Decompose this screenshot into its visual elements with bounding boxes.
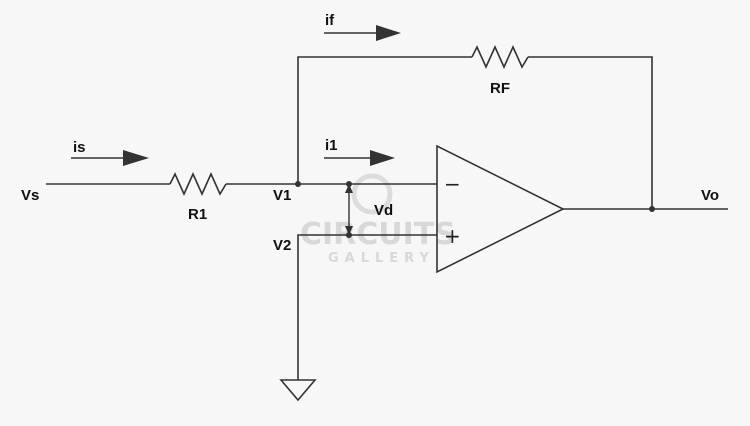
rf-label: RF (490, 80, 510, 97)
r1-label: R1 (188, 206, 207, 223)
non-inverting-input-sign: + (444, 224, 461, 248)
watermark-logo-icon (351, 173, 393, 215)
rf-resistor-icon (471, 45, 529, 69)
v2-label: V2 (273, 237, 291, 254)
watermark: CIRCUITS GALLERY (300, 173, 456, 266)
i1-arrow-icon (324, 150, 395, 166)
v2-wire (297, 234, 437, 380)
vd-arrow-icon (345, 184, 353, 235)
if-label: if (325, 12, 335, 29)
is-arrow-icon (71, 150, 149, 166)
i1-label: i1 (325, 137, 338, 154)
feedback-wire-right (528, 56, 653, 209)
vs-label: Vs (21, 187, 39, 204)
output-junction-dot (649, 206, 655, 212)
feedback-wire-left (297, 56, 472, 184)
v1-label: V1 (273, 187, 291, 204)
vd-label: Vd (374, 202, 393, 219)
is-label: is (73, 139, 86, 156)
vo-label: Vo (701, 187, 719, 204)
if-arrow-icon (324, 25, 401, 41)
r1-resistor-icon (169, 172, 227, 196)
inverting-input-sign: − (444, 172, 461, 196)
ground-icon (279, 379, 317, 402)
v1-junction-dot (295, 181, 301, 187)
op-amp-icon (436, 144, 565, 274)
watermark-line2: GALLERY (328, 251, 435, 266)
